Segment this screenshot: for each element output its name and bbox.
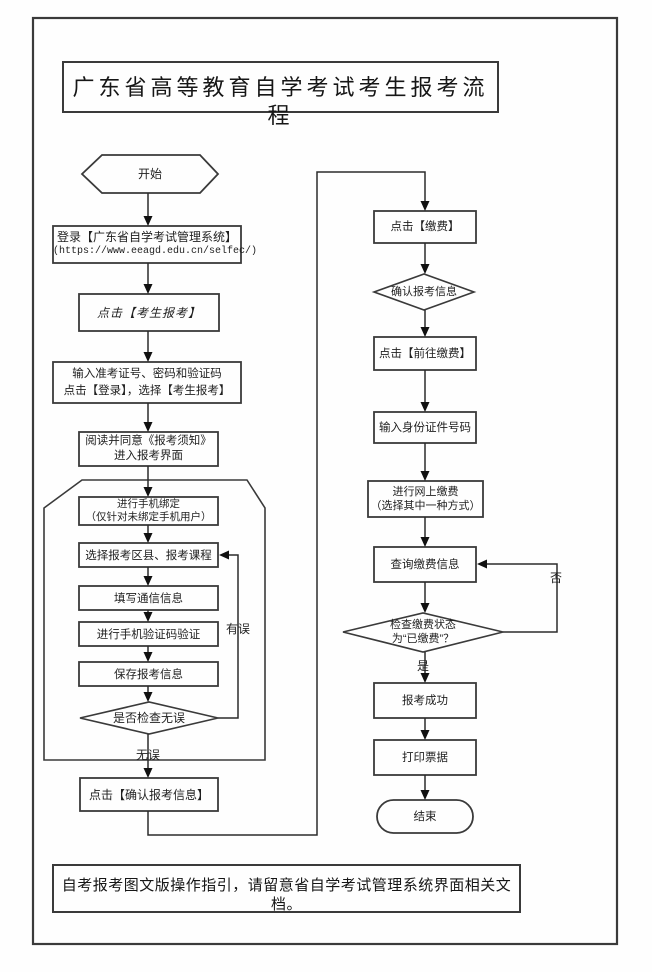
step-goto-pay-label: 点击【前往缴费】 bbox=[379, 348, 471, 360]
step-input-credentials-label: 输入准考证号、密码和验证码 点击【登录】，选择【考生报考】 bbox=[63, 368, 231, 397]
edge-label-has-error: 有误 bbox=[225, 622, 250, 636]
step-sms-verify-label: 进行手机验证码验证 bbox=[96, 629, 201, 641]
step-query-pay-label: 查询缴费信息 bbox=[390, 559, 460, 571]
step-select-district-course-label: 选择报考区县、报考课程 bbox=[85, 550, 212, 562]
step-print-receipt-label: 打印票据 bbox=[402, 752, 448, 764]
step-input-credentials-box bbox=[52, 361, 242, 404]
connectors bbox=[143, 171, 558, 836]
step-candidate-register-label: 点击【考生报考】 bbox=[96, 306, 201, 320]
step-fill-contact-label: 填写通信信息 bbox=[114, 593, 183, 605]
step-login-label: 登录【广东省自学考试管理系统】 bbox=[56, 230, 237, 244]
step-confirm-info-box bbox=[79, 777, 219, 812]
step-login-box bbox=[52, 225, 242, 264]
decision-paid-label: 检查缴费状态 为“已缴费”？ bbox=[390, 619, 456, 645]
edge-label-no: 否 bbox=[549, 571, 562, 585]
page-title: 广东省高等教育自学考试考生报考流程 bbox=[72, 75, 489, 128]
step-bind-phone-label: 进行手机绑定 （仅针对未绑定手机用户） bbox=[85, 498, 212, 523]
start-hexagon bbox=[80, 154, 220, 194]
step-confirm-info-label: 点击【确认报考信息】 bbox=[88, 788, 209, 802]
step-input-id-label: 输入身份证件号码 bbox=[379, 422, 471, 434]
title-box bbox=[62, 61, 499, 113]
decision-confirm-diamond bbox=[371, 273, 477, 311]
step-login-url: (https://www.eeagd.edu.cn/selfec/) bbox=[53, 246, 258, 257]
decision-confirm-label: 确认报考信息 bbox=[391, 286, 457, 298]
footer-note: 自考报考图文版操作指引，请留意省自学考试管理系统界面相关文档。 bbox=[61, 877, 512, 913]
loop-container bbox=[43, 479, 266, 761]
page-border bbox=[31, 16, 619, 946]
step-read-notice-label: 阅读并同意《报考须知》 进入报考界面 bbox=[85, 435, 212, 462]
end-label: 结束 bbox=[413, 811, 437, 823]
step-success-label: 报考成功 bbox=[402, 695, 448, 707]
step-save-info-label: 保存报考信息 bbox=[114, 669, 183, 681]
edge-label-yes: 是 bbox=[416, 659, 429, 673]
start-label: 开始 bbox=[137, 167, 162, 181]
footer-box bbox=[52, 864, 521, 913]
step-click-pay-label: 点击【缴费】 bbox=[390, 221, 460, 233]
step-online-pay-label: 进行网上缴费 （选择其中一种方式） bbox=[370, 486, 481, 512]
edge-label-no-error: 无误 bbox=[135, 748, 160, 762]
decision-check-label: 是否检查无误 bbox=[112, 711, 185, 725]
step-candidate-register-box bbox=[78, 293, 220, 332]
